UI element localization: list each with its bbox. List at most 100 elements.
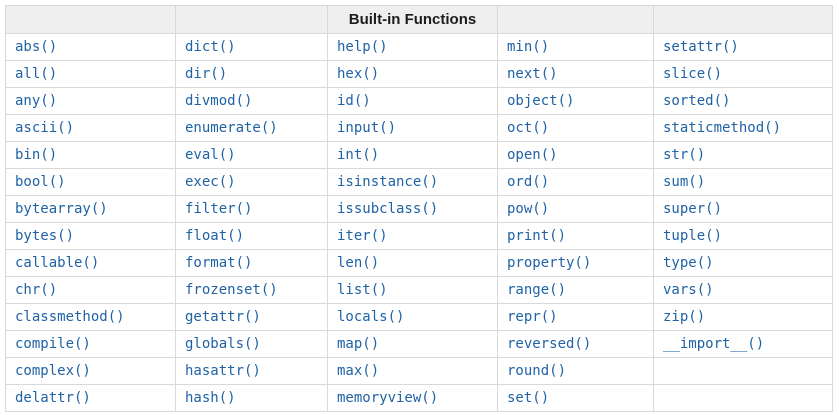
table-cell: globals() <box>175 330 328 358</box>
table-cell: len() <box>327 249 498 277</box>
table-cell: next() <box>497 60 654 88</box>
function-link[interactable]: filter() <box>185 201 253 217</box>
function-link[interactable]: vars() <box>663 282 714 298</box>
function-link[interactable]: memoryview() <box>337 390 439 406</box>
function-link[interactable]: range() <box>507 282 567 298</box>
table-cell: id() <box>327 87 498 115</box>
function-link[interactable]: eval() <box>185 147 236 163</box>
function-link[interactable]: map() <box>337 336 380 352</box>
table-cell: map() <box>327 330 498 358</box>
function-link[interactable]: super() <box>663 201 723 217</box>
function-link[interactable]: bytes() <box>15 228 75 244</box>
table-cell: filter() <box>175 195 328 223</box>
function-link[interactable]: str() <box>663 147 706 163</box>
function-link[interactable]: round() <box>507 363 567 379</box>
function-link[interactable]: delattr() <box>15 390 91 406</box>
function-link[interactable]: print() <box>507 228 567 244</box>
table-cell: bin() <box>5 141 176 169</box>
function-link[interactable]: next() <box>507 66 558 82</box>
function-link[interactable]: max() <box>337 363 380 379</box>
function-link[interactable]: type() <box>663 255 714 271</box>
function-link[interactable]: sum() <box>663 174 706 190</box>
function-link[interactable]: ord() <box>507 174 550 190</box>
function-link[interactable]: reversed() <box>507 336 592 352</box>
builtin-functions-table: Built-in Functions abs() dict() help() min(… <box>5 5 833 412</box>
table-cell: zip() <box>653 303 833 331</box>
function-link[interactable]: iter() <box>337 228 388 244</box>
function-link[interactable]: complex() <box>15 363 91 379</box>
function-link[interactable]: divmod() <box>185 93 253 109</box>
table-row: classmethod() getattr() locals() repr() zip(… <box>5 303 833 331</box>
function-link[interactable]: object() <box>507 93 575 109</box>
table-cell: delattr() <box>5 384 176 412</box>
function-link[interactable]: repr() <box>507 309 558 325</box>
function-link[interactable]: list() <box>337 282 388 298</box>
function-link[interactable]: hex() <box>337 66 380 82</box>
function-link[interactable]: frozenset() <box>185 282 278 298</box>
table-cell: print() <box>497 222 654 250</box>
function-link[interactable]: zip() <box>663 309 706 325</box>
function-link[interactable]: compile() <box>15 336 91 352</box>
table-cell: dir() <box>175 60 328 88</box>
table-cell: bool() <box>5 168 176 196</box>
function-link[interactable]: classmethod() <box>15 309 125 325</box>
function-link[interactable]: int() <box>337 147 380 163</box>
function-link[interactable]: set() <box>507 390 550 406</box>
function-link[interactable]: id() <box>337 93 371 109</box>
function-link[interactable]: tuple() <box>663 228 723 244</box>
function-link[interactable]: min() <box>507 39 550 55</box>
table-cell: iter() <box>327 222 498 250</box>
function-link[interactable]: chr() <box>15 282 58 298</box>
function-link[interactable]: dir() <box>185 66 228 82</box>
function-link[interactable]: slice() <box>663 66 723 82</box>
header-cell-blank-4 <box>653 5 833 34</box>
function-link[interactable]: locals() <box>337 309 405 325</box>
function-link[interactable]: any() <box>15 93 58 109</box>
function-link[interactable]: getattr() <box>185 309 261 325</box>
function-link[interactable]: open() <box>507 147 558 163</box>
table-cell: isinstance() <box>327 168 498 196</box>
table-cell: str() <box>653 141 833 169</box>
function-link[interactable]: hash() <box>185 390 236 406</box>
function-link[interactable]: sorted() <box>663 93 731 109</box>
function-link[interactable]: hasattr() <box>185 363 261 379</box>
function-link[interactable]: __import__() <box>663 336 765 352</box>
table-cell: set() <box>497 384 654 412</box>
table-cell: hash() <box>175 384 328 412</box>
function-link[interactable]: bin() <box>15 147 58 163</box>
table-cell: any() <box>5 87 176 115</box>
table-row: bool() exec() isinstance() ord() sum() <box>5 168 833 196</box>
function-link[interactable]: all() <box>15 66 58 82</box>
table-cell: float() <box>175 222 328 250</box>
function-link[interactable]: ascii() <box>15 120 75 136</box>
function-link[interactable]: globals() <box>185 336 261 352</box>
function-link[interactable]: dict() <box>185 39 236 55</box>
table-cell: slice() <box>653 60 833 88</box>
table-cell-empty <box>653 357 833 385</box>
table-cell: ascii() <box>5 114 176 142</box>
function-link[interactable]: property() <box>507 255 592 271</box>
function-link[interactable]: oct() <box>507 120 550 136</box>
function-link[interactable]: setattr() <box>663 39 739 55</box>
function-link[interactable]: len() <box>337 255 380 271</box>
function-link[interactable]: help() <box>337 39 388 55</box>
table-cell: setattr() <box>653 33 833 61</box>
table-cell: property() <box>497 249 654 277</box>
function-link[interactable]: issubclass() <box>337 201 439 217</box>
function-link[interactable]: bytearray() <box>15 201 108 217</box>
function-link[interactable]: exec() <box>185 174 236 190</box>
function-link[interactable]: format() <box>185 255 253 271</box>
table-cell: tuple() <box>653 222 833 250</box>
function-link[interactable]: enumerate() <box>185 120 278 136</box>
function-link[interactable]: input() <box>337 120 397 136</box>
table-title: Built-in Functions <box>327 5 498 34</box>
table-row: bytes() float() iter() print() tuple() <box>5 222 833 250</box>
function-link[interactable]: abs() <box>15 39 58 55</box>
function-link[interactable]: callable() <box>15 255 100 271</box>
function-link[interactable]: float() <box>185 228 245 244</box>
function-link[interactable]: bool() <box>15 174 66 190</box>
function-link[interactable]: pow() <box>507 201 550 217</box>
table-cell: frozenset() <box>175 276 328 304</box>
function-link[interactable]: isinstance() <box>337 174 439 190</box>
function-link[interactable]: staticmethod() <box>663 120 782 136</box>
